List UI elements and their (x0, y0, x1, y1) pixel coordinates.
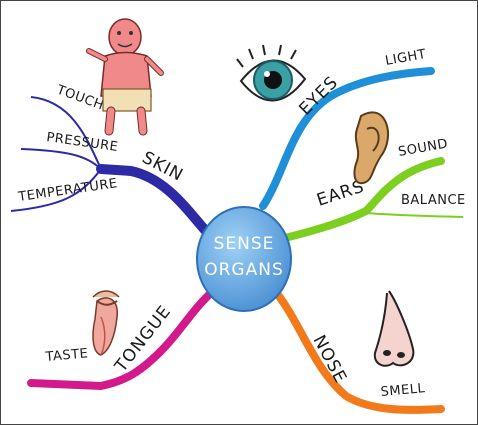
pressure-line (20, 148, 102, 170)
sound-label: SOUND (397, 136, 449, 159)
center-line-2: ORGANS (204, 260, 284, 280)
touch-line (30, 96, 102, 170)
eye-icon (236, 44, 307, 102)
nose-icon (373, 290, 415, 367)
taste-label: TASTE (44, 346, 89, 365)
balance-line (365, 212, 464, 218)
ear-icon (353, 111, 390, 185)
smell-label: SMELL (380, 381, 426, 400)
light-label: LIGHT (384, 47, 427, 69)
skin-branch-taper (96, 167, 132, 173)
temperature-line (10, 168, 102, 212)
balance-label: BALANCE (401, 193, 466, 208)
tongue-branch (27, 287, 217, 391)
mouth-tongue-icon (92, 290, 120, 356)
ears-branch (277, 157, 445, 243)
center-line-1: SENSE (214, 234, 275, 254)
nose-branch (267, 282, 445, 414)
center-node (196, 206, 292, 312)
person-skin-icon (86, 18, 164, 136)
skin-branch (96, 164, 218, 244)
light-line (380, 70, 434, 76)
temperature-label: TEMPERATURE (16, 176, 118, 205)
